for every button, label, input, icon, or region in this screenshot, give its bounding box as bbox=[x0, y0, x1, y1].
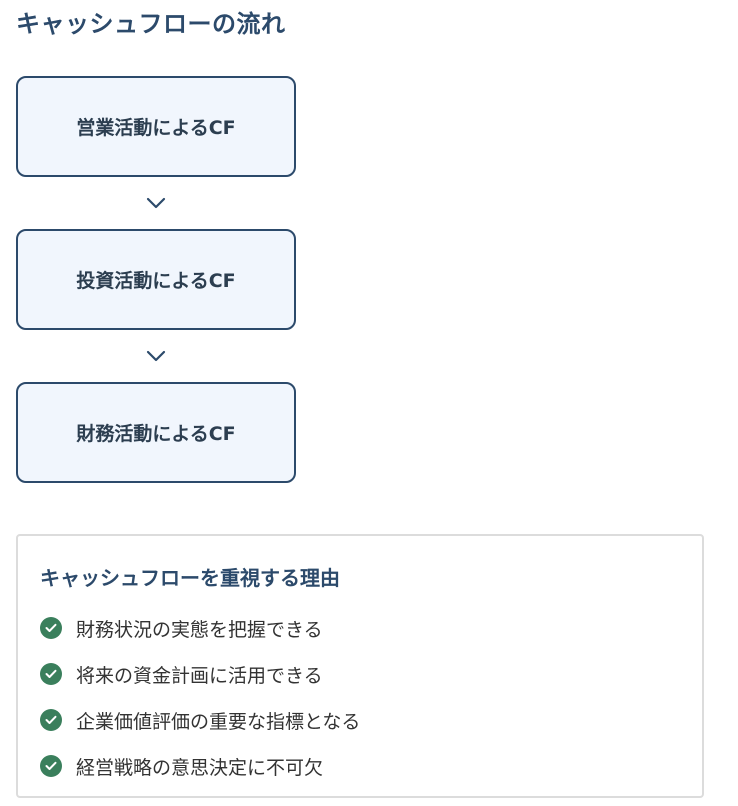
flow-arrow bbox=[16, 177, 296, 229]
list-item: 企業価値評価の重要な指標となる bbox=[40, 697, 680, 743]
reason-text: 将来の資金計画に活用できる bbox=[76, 664, 323, 687]
reason-text: 経営戦略の意思決定に不可欠 bbox=[76, 756, 324, 779]
reasons-title: キャッシュフローを重視する理由 bbox=[40, 566, 340, 590]
chevron-down-icon bbox=[146, 350, 166, 362]
flow-step-financing: 財務活動によるCF bbox=[16, 382, 296, 483]
page-title: キャッシュフローの流れ bbox=[16, 10, 286, 38]
flow-step-investing: 投資活動によるCF bbox=[16, 229, 296, 330]
check-circle-icon bbox=[40, 617, 62, 639]
check-circle-icon bbox=[40, 663, 62, 685]
check-circle-icon bbox=[40, 709, 62, 731]
cashflow-diagram: 営業活動によるCF 投資活動によるCF 財務活動によるCF bbox=[16, 76, 296, 483]
flow-step-label: 財務活動によるCF bbox=[76, 423, 236, 445]
list-item: 財務状況の実態を把握できる bbox=[40, 605, 680, 651]
flow-arrow bbox=[16, 330, 296, 382]
reason-list: 財務状況の実態を把握できる 将来の資金計画に活用できる 企業価値評価の重要な指標… bbox=[40, 605, 680, 789]
list-item: 将来の資金計画に活用できる bbox=[40, 651, 680, 697]
chevron-down-icon bbox=[146, 197, 166, 209]
check-circle-icon bbox=[40, 755, 62, 777]
reason-text: 財務状況の実態を把握できる bbox=[76, 618, 323, 641]
flow-step-label: 投資活動によるCF bbox=[76, 270, 236, 292]
flow-step-operating: 営業活動によるCF bbox=[16, 76, 296, 177]
list-item: 経営戦略の意思決定に不可欠 bbox=[40, 743, 680, 789]
reason-text: 企業価値評価の重要な指標となる bbox=[76, 710, 361, 733]
flow-step-label: 営業活動によるCF bbox=[76, 117, 236, 139]
reasons-panel: キャッシュフローを重視する理由 財務状況の実態を把握できる 将来の資金計画に活用… bbox=[16, 534, 704, 798]
